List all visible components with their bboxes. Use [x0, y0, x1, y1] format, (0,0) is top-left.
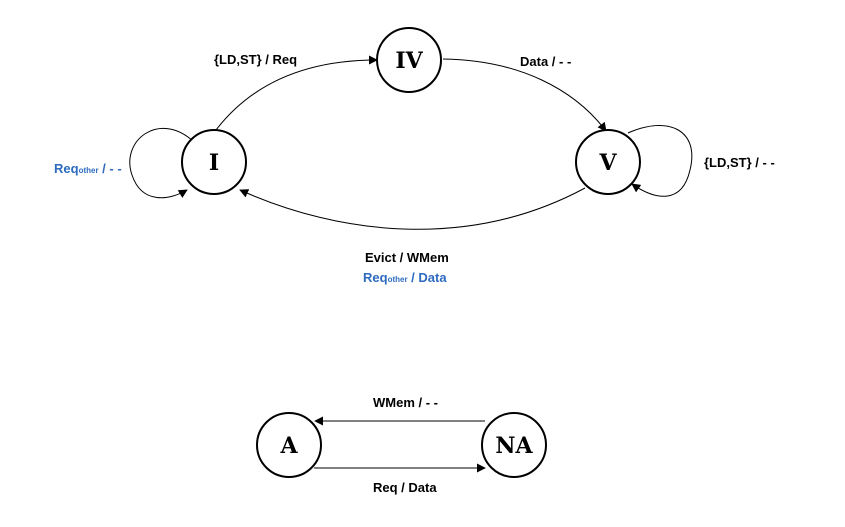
state-na-label: NA — [495, 433, 533, 459]
label-i-to-iv: {LD,ST} / Req — [214, 52, 297, 67]
state-na: NA — [481, 412, 547, 478]
state-i: I — [181, 129, 247, 195]
state-v-label: V — [598, 150, 617, 176]
state-iv: IV — [376, 27, 442, 93]
label-i-self-main: Req — [54, 161, 79, 176]
edge-v-to-i — [239, 187, 586, 230]
state-v: V — [575, 129, 641, 195]
edge-iv-to-v — [442, 58, 607, 132]
label-na-to-a: WMem / - - — [373, 395, 438, 410]
label-v-to-i-req: Reqother / Data — [363, 270, 447, 285]
state-a: A — [256, 412, 322, 478]
label-v-to-i-req-main: Req — [363, 270, 388, 285]
label-v-self: {LD,ST} / - - — [704, 155, 775, 170]
edge-v-self — [627, 124, 693, 197]
label-i-self: Reqother / - - — [54, 161, 122, 176]
label-v-to-i-req-tail: / Data — [408, 270, 448, 285]
label-i-self-tail: / - - — [99, 161, 122, 176]
state-iv-label: IV — [395, 48, 423, 74]
label-iv-to-v: Data / - - — [520, 54, 571, 69]
edge-i-to-iv — [215, 55, 378, 131]
label-v-to-i-req-sub: other — [388, 275, 408, 284]
label-i-self-sub: other — [79, 166, 99, 175]
state-i-label: I — [209, 150, 219, 176]
state-a-label: A — [279, 433, 298, 459]
label-v-to-i-evict: Evict / WMem — [365, 250, 449, 265]
edge-i-self — [129, 128, 195, 199]
label-a-to-na: Req / Data — [373, 480, 437, 495]
